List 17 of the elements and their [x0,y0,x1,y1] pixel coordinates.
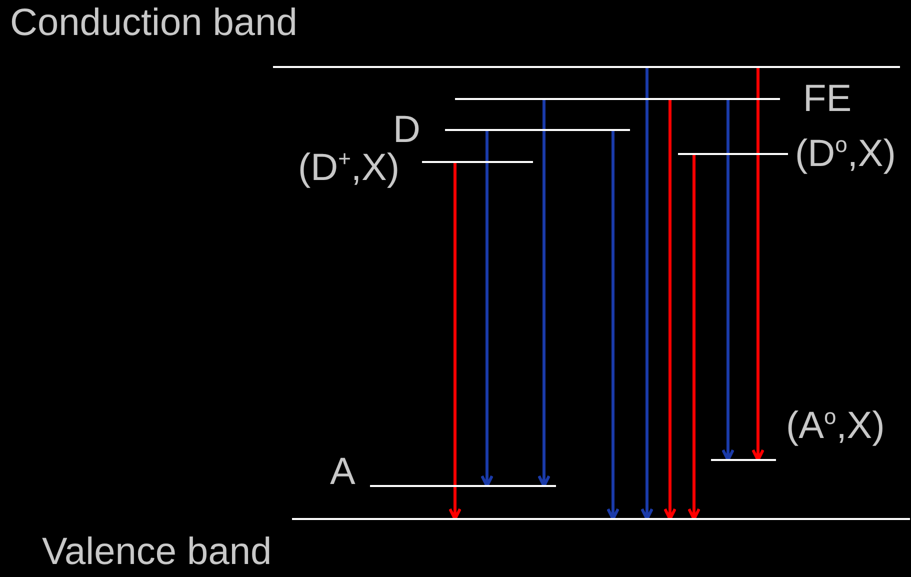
level-label: (D$^{+}$,X) [298,148,400,188]
level-label: FE [803,79,852,119]
level-label: (D$^{o}$,X) [795,134,896,174]
level-label: Valence band [42,532,272,572]
transition-arrow [752,67,764,462]
transition-arrow [448,162,462,520]
transition-arrow [538,99,550,488]
transition-arrow [664,99,676,520]
level-label: D [393,110,420,150]
level-label: A [330,452,356,492]
transition-arrow [688,154,700,520]
transition-arrow [480,130,494,488]
level-label: (A$^{o}$,X) [786,406,885,446]
level-label: Conduction band [10,3,298,43]
transition-arrow [606,130,620,520]
transition-arrow [640,67,654,520]
transition-arrow [722,99,734,462]
